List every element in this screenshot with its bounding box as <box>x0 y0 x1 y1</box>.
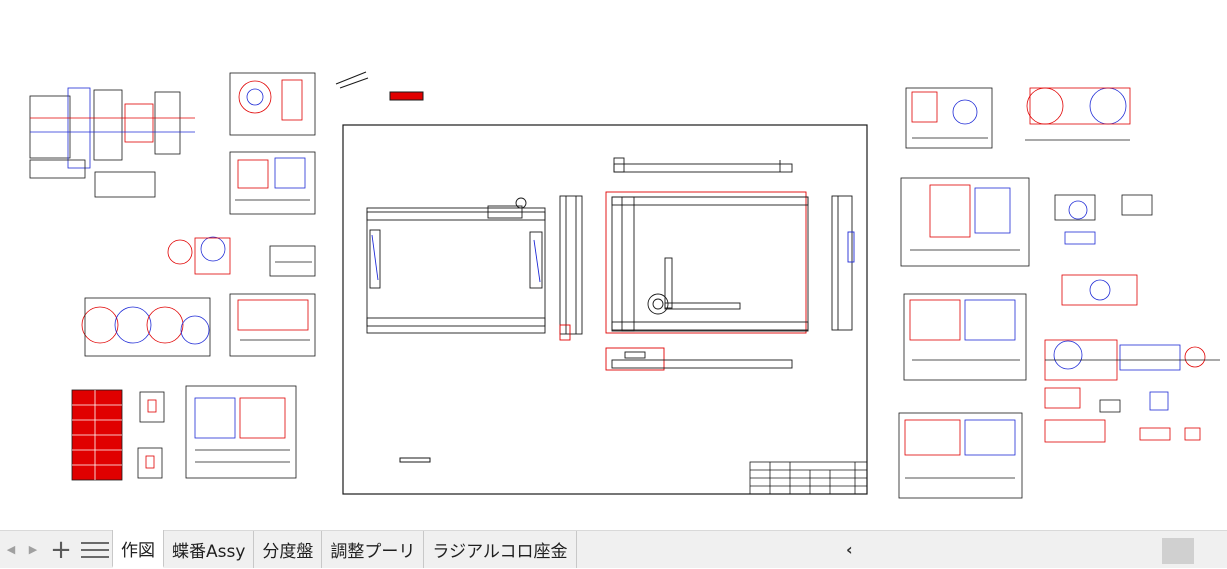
subdrawing-sheet-d <box>229 293 316 357</box>
assembly-view-right <box>831 195 855 331</box>
subdrawing-sheet-j <box>898 412 1023 499</box>
assembly-view-left <box>366 197 546 334</box>
rail-view-bottom <box>605 347 793 371</box>
subdrawing-sheet-b <box>229 151 316 215</box>
sheet-tab-bar: ◀ ▶ + 作図 蝶番Assy 分度盤 調整プーリ ラジアルコロ座金 ‹ <box>0 530 1227 568</box>
drawing-canvas[interactable] <box>0 0 1227 530</box>
subdrawing-sheet-a <box>229 72 316 136</box>
subdrawing-radial-roller <box>1025 87 1131 141</box>
subdrawing-small-e <box>137 391 165 479</box>
subdrawing-bracket <box>1054 194 1153 245</box>
part-thumbnail-small-1[interactable] <box>335 71 369 89</box>
sub-drawings-right[interactable] <box>898 84 1220 499</box>
sheet-list-icon[interactable] <box>78 531 112 568</box>
assembly-view-plan <box>605 191 809 334</box>
subdrawing-sheet-i <box>903 293 1027 381</box>
previous-sheet-icon[interactable]: ◀ <box>6 543 16 556</box>
subdrawing-indexing <box>81 297 211 357</box>
tab-sakuzu[interactable]: 作図 <box>112 530 164 568</box>
tab-radial-roller-washer[interactable]: ラジアルコロ座金 <box>424 531 577 568</box>
subdrawing-sheet-g <box>905 87 993 149</box>
next-sheet-icon[interactable]: ▶ <box>28 543 38 556</box>
rail-view-top <box>613 157 793 173</box>
scrollbar-thumb[interactable] <box>1162 538 1194 564</box>
subdrawing-hinge-assembly <box>29 87 195 198</box>
horizontal-scrollbar[interactable]: ‹ <box>650 531 1227 569</box>
title-block <box>749 461 868 495</box>
cad-drawing <box>28 71 1220 499</box>
subdrawing-parts-list <box>71 389 123 481</box>
main-drawing-frame[interactable] <box>342 124 868 495</box>
subdrawing-sheet-h <box>900 177 1030 267</box>
assembly-view-side <box>559 195 583 341</box>
subdrawing-roller <box>1061 274 1138 306</box>
note-box <box>399 457 431 463</box>
add-sheet-icon[interactable]: + <box>50 534 72 565</box>
tab-hinge-assy[interactable]: 蝶番Assy <box>164 531 255 568</box>
scroll-left-icon[interactable]: ‹ <box>846 540 853 559</box>
subdrawing-pulley <box>167 236 231 275</box>
subdrawing-misc-parts <box>1044 387 1201 443</box>
subdrawing-sheet-f <box>185 385 297 479</box>
tab-adjusting-pulley[interactable]: 調整プーリ <box>322 531 425 568</box>
sheet-tabs: 作図 蝶番Assy 分度盤 調整プーリ ラジアルコロ座金 <box>112 530 577 568</box>
tab-indexing-plate[interactable]: 分度盤 <box>254 531 323 568</box>
subdrawing-shaft-assembly <box>1044 339 1220 381</box>
subdrawing-sheet-c <box>269 245 316 277</box>
sub-drawings-left[interactable] <box>28 72 316 481</box>
part-thumbnail-small-2[interactable] <box>389 91 424 101</box>
